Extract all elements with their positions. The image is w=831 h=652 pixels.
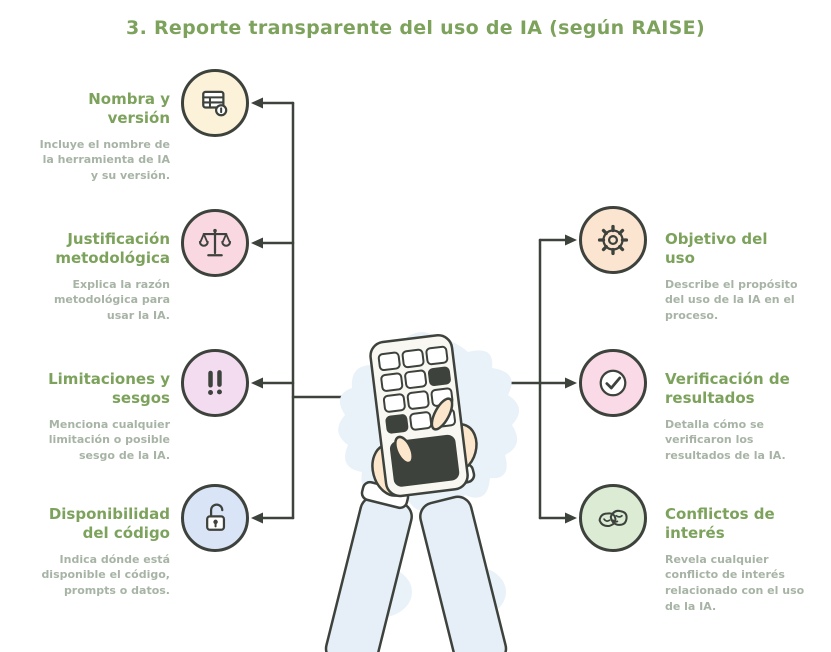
node-circle-justificacion	[181, 209, 249, 277]
phone-key	[401, 348, 425, 369]
node-circle-disponibilidad	[181, 484, 249, 552]
node-justificacion: Justificación metodológica Explica la ra…	[20, 230, 170, 324]
node-heading: Nombra y versión	[88, 90, 170, 127]
node-heading: Conflictos de interés	[665, 505, 775, 542]
phone-key	[425, 345, 449, 366]
receipt-icon	[202, 90, 228, 117]
arrowhead	[565, 512, 577, 524]
gear-icon	[597, 224, 629, 256]
phone-key	[409, 411, 433, 431]
phone-key	[380, 372, 404, 392]
node-limitaciones: Limitaciones y sesgos Menciona cualquier…	[20, 370, 170, 464]
scales-icon	[198, 228, 232, 257]
phone-key	[404, 369, 428, 389]
right-index-finger	[430, 397, 454, 431]
node-conflictos: Conflictos de interés Revela cualquier c…	[665, 505, 830, 615]
handshake-icon	[598, 509, 628, 527]
right-connector-lines	[496, 234, 577, 524]
open-lock-icon	[206, 503, 226, 531]
node-objetivo: Objetivo del uso Describe el propósito d…	[665, 230, 830, 324]
node-circle-verificacion	[579, 349, 647, 417]
node-description: Detalla cómo se verificaron los resultad…	[665, 417, 786, 463]
left-connector-lines	[251, 97, 354, 524]
arrowhead	[251, 512, 263, 524]
center-illustration	[324, 332, 520, 652]
node-description: Menciona cualquier limitación o posible …	[48, 417, 170, 463]
node-circle-nombra-version	[181, 69, 249, 137]
node-disponibilidad: Disponibilidad del código Indica dónde e…	[20, 505, 170, 599]
phone-key	[427, 366, 451, 387]
node-heading: Verificación de resultados	[665, 370, 790, 407]
phone-key	[382, 393, 406, 413]
double-exclamation-icon	[208, 370, 222, 395]
node-circle-objetivo	[579, 206, 647, 274]
node-description: Incluye el nombre de la herramienta de I…	[39, 137, 170, 183]
arrowhead	[565, 234, 577, 246]
arrowhead	[565, 377, 577, 389]
node-circle-conflictos	[579, 484, 647, 552]
node-heading: Disponibilidad del código	[48, 505, 170, 542]
phone-key	[406, 390, 430, 410]
arrowhead	[251, 97, 263, 109]
node-description: Indica dónde está disponible el código, …	[41, 552, 170, 598]
right-arm-sleeve	[419, 495, 508, 652]
node-heading: Objetivo del uso	[665, 230, 768, 267]
left-thumb	[394, 435, 414, 465]
node-nombra-version: Nombra y versión Incluye el nombre de la…	[20, 90, 170, 184]
smartphone-illustration	[369, 334, 469, 498]
arrowhead	[251, 237, 263, 249]
node-verificacion: Verificación de resultados Detalla cómo …	[665, 370, 830, 464]
node-description: Describe el propósito del uso de la IA e…	[665, 277, 798, 323]
phone-key	[385, 414, 409, 434]
node-description: Revela cualquier conflicto de interés re…	[665, 552, 805, 614]
node-description: Explica la razón metodológica para usar …	[53, 277, 170, 323]
check-icon	[599, 369, 627, 397]
page-title: 3. Reporte transparente del uso de IA (s…	[126, 17, 705, 39]
node-heading: Limitaciones y sesgos	[48, 370, 170, 407]
node-circle-limitaciones	[181, 349, 249, 417]
phone-key	[377, 351, 401, 372]
arrowhead	[251, 377, 263, 389]
node-heading: Justificación metodológica	[55, 230, 170, 267]
